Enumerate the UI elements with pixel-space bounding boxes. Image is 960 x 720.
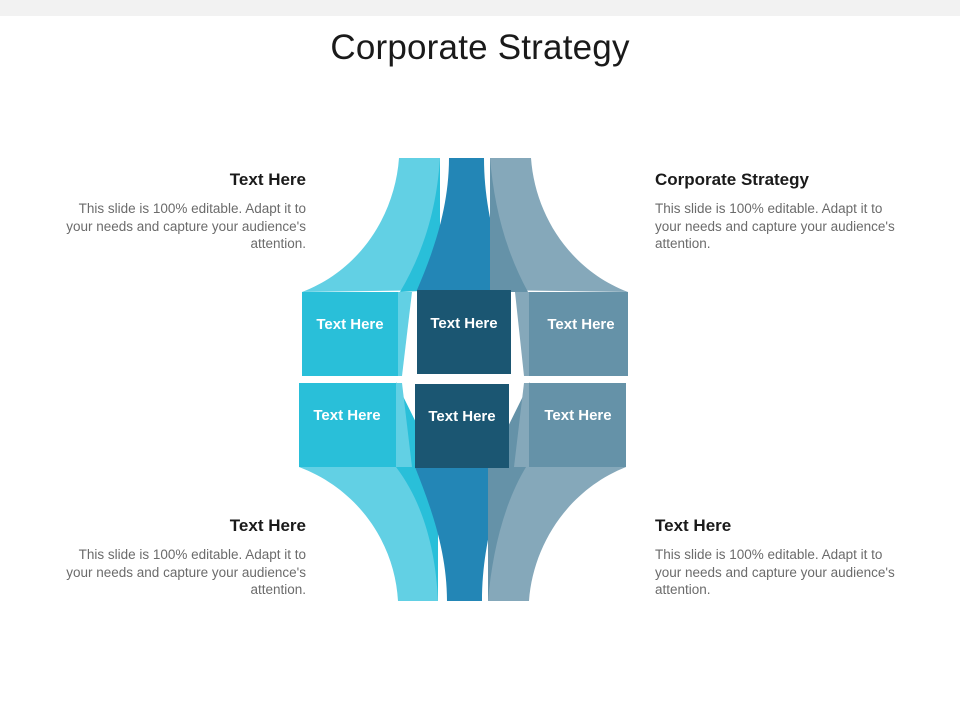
top-strip xyxy=(0,0,960,16)
text-block-top-left: Text Here This slide is 100% editable. A… xyxy=(66,170,306,253)
band-bottom-right xyxy=(488,467,626,601)
tile-bottom-left-edge xyxy=(396,383,412,467)
page-title: Corporate Strategy xyxy=(330,28,630,67)
tile-top-center xyxy=(417,290,511,374)
block-heading: Text Here xyxy=(229,170,306,189)
tile-label-top-left: Text Here xyxy=(316,316,384,333)
block-body: This slide is 100% editable. Adapt it to… xyxy=(66,201,306,251)
tile-label-bottom-left: Text Here xyxy=(313,407,381,424)
text-block-bottom-left: Text Here This slide is 100% editable. A… xyxy=(66,516,306,599)
tile-top-left xyxy=(302,292,398,376)
column-top-center xyxy=(417,158,512,290)
text-block-bottom-right: Text Here This slide is 100% editable. A… xyxy=(655,516,895,599)
band-top-right xyxy=(490,158,628,292)
block-body: This slide is 100% editable. Adapt it to… xyxy=(655,201,895,251)
tile-bottom-right-edge xyxy=(514,383,529,467)
band-bottom-left xyxy=(299,467,438,601)
tile-bottom-left xyxy=(299,383,396,467)
column-bottom-center xyxy=(415,467,509,601)
tile-label-top-center: Text Here xyxy=(430,315,498,332)
tile-bottom-right xyxy=(529,383,626,467)
tile-top-right-edge xyxy=(515,292,529,376)
band-top-right-inner xyxy=(490,158,528,292)
tile-top-right xyxy=(529,292,628,376)
tile-bottom-center xyxy=(415,384,509,468)
tile-label-bottom-center: Text Here xyxy=(428,408,496,425)
block-heading: Corporate Strategy xyxy=(655,170,809,189)
block-body: This slide is 100% editable. Adapt it to… xyxy=(66,547,306,597)
block-body: This slide is 100% editable. Adapt it to… xyxy=(655,547,895,597)
band-top-left xyxy=(302,158,440,292)
block-heading: Text Here xyxy=(229,516,306,535)
tile-label-bottom-right: Text Here xyxy=(544,407,612,424)
tile-label-top-right: Text Here xyxy=(547,316,615,333)
tile-top-left-edge xyxy=(398,292,412,376)
block-heading: Text Here xyxy=(655,516,732,535)
text-block-top-right: Corporate Strategy This slide is 100% ed… xyxy=(655,170,895,253)
